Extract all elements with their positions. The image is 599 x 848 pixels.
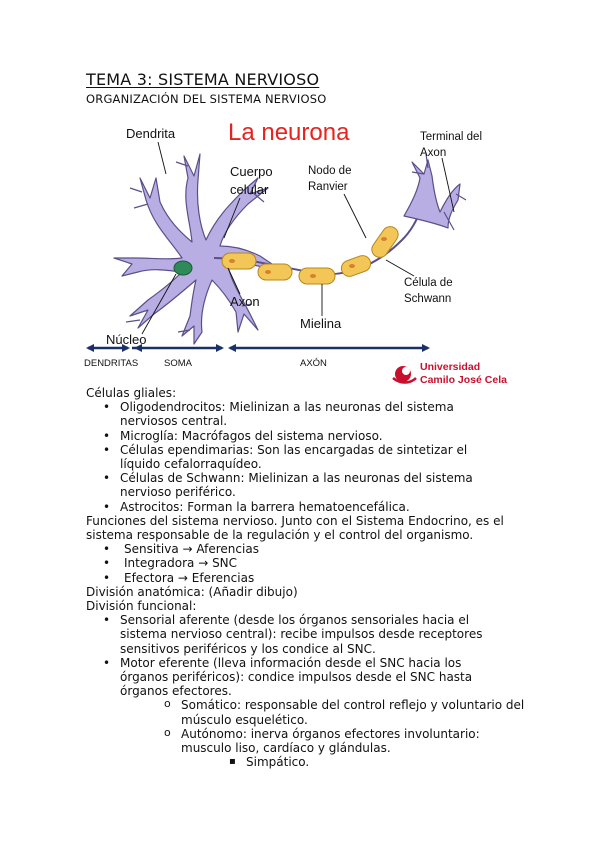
- label-schwann-2: Schwann: [404, 293, 451, 305]
- motor-sublist: Somático: responsable del control reflej…: [160, 697, 526, 770]
- scale-dendritas: DENDRITAS: [84, 358, 138, 369]
- logo-line-2: Camilo José Cela: [420, 374, 507, 386]
- list-item: Células ependimarias: Son las encargadas…: [86, 443, 526, 471]
- anatomica-line: División anatómica: (Añadir dibujo): [86, 584, 298, 599]
- label-nucleo: Núcleo: [106, 332, 146, 347]
- figure-heading: La neurona: [228, 119, 350, 146]
- myelin-sheaths: [221, 226, 399, 285]
- label-schwann-1: Célula de: [404, 277, 453, 289]
- list-item: Células de Schwann: Mielinizan a las neu…: [86, 471, 526, 499]
- scale-bar: [86, 344, 430, 352]
- list-item: Sensorial aferente (desde los órganos se…: [86, 613, 526, 656]
- list-item: Astrocitos: Forman la barrera hematoence…: [86, 500, 526, 514]
- university-logo: Universidad Camilo José Cela: [392, 361, 507, 386]
- list-item: Autónomo: inerva órganos efectores invol…: [160, 726, 526, 770]
- gliales-list: Oligodendrocitos: Mielinizan a las neuro…: [86, 400, 526, 514]
- logo-line-1: Universidad: [420, 361, 480, 373]
- label-nodo-2: Ranvier: [308, 181, 348, 193]
- label-axon: Axon: [230, 294, 260, 309]
- list-item: Motor eferente (lleva información desde …: [86, 656, 526, 770]
- list-item: Integradora → SNC: [86, 556, 526, 570]
- nucleus-shape: [173, 260, 193, 276]
- list-item: Efectora → Eferencias: [86, 571, 526, 585]
- autonomo-sublist: Simpático.: [225, 755, 526, 769]
- list-item: Somático: responsable del control reflej…: [160, 697, 526, 726]
- page-title: TEMA 3: SISTEMA NERVIOSO: [86, 70, 320, 89]
- scale-axon: AXÓN: [300, 358, 327, 369]
- funcional-heading: División funcional:: [86, 599, 197, 614]
- label-dendrita: Dendrita: [126, 126, 176, 141]
- gliales-heading: Células gliales:: [86, 386, 177, 400]
- page-subtitle: ORGANIZACIÓN DEL SISTEMA NERVIOSO: [86, 92, 327, 106]
- axon-terminal-shape: [403, 153, 467, 231]
- list-item: Microglía: Macrófagos del sistema nervio…: [86, 429, 526, 443]
- list-item: Oligodendrocitos: Mielinizan a las neuro…: [86, 400, 526, 428]
- scale-soma: SOMA: [164, 358, 193, 369]
- label-mielina: Mielina: [300, 316, 342, 331]
- funcional-list: Sensorial aferente (desde los órganos se…: [86, 613, 526, 769]
- funciones-paragraph: Funciones del sistema nervioso. Junto co…: [86, 513, 504, 543]
- document-body: Células gliales: Oligodendrocitos: Mieli…: [86, 386, 526, 770]
- list-item: Sensitiva → Aferencias: [86, 542, 526, 556]
- label-cuerpo-1: Cuerpo: [230, 164, 273, 179]
- list-item: Simpático.: [225, 755, 526, 769]
- label-nodo-1: Nodo de: [308, 165, 351, 177]
- neuron-figure: La neurona: [82, 108, 512, 388]
- neuron-diagram: La neurona: [84, 119, 507, 386]
- label-terminal-1: Terminal del: [420, 131, 482, 143]
- label-terminal-2: Axon: [420, 147, 446, 159]
- funciones-list: Sensitiva → Aferencias Integradora → SNC…: [86, 542, 526, 585]
- label-cuerpo-2: celular: [230, 182, 269, 197]
